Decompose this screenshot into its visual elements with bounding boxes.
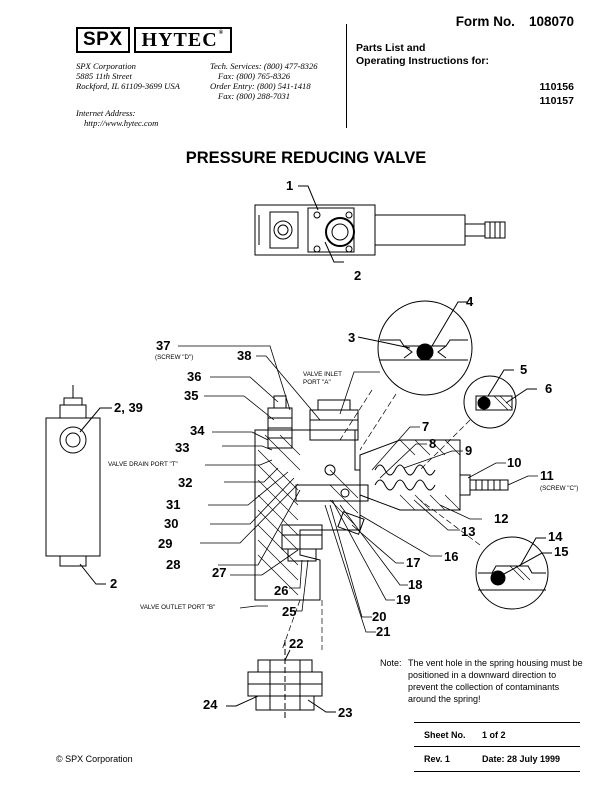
callout-14: 14 xyxy=(548,529,563,544)
callout-36: 36 xyxy=(187,369,202,384)
company-address: SPX Corporation 5885 11th Street Rockfor… xyxy=(76,61,180,91)
valve-side-view xyxy=(45,385,101,567)
detail-circle-3-4 xyxy=(377,300,473,396)
detail-circle-14-15 xyxy=(475,536,549,610)
sheet-value: 1 of 2 xyxy=(482,729,506,740)
callout-2: 2 xyxy=(110,576,118,591)
callout-37: 37 xyxy=(156,338,171,353)
callout-20: 20 xyxy=(372,609,387,624)
revision-row: Rev. 1 Date: 28 July 1999 xyxy=(414,747,580,772)
form-number: Form No.108070 xyxy=(455,14,574,29)
sheet-row: Sheet No. 1 of 2 xyxy=(414,722,580,747)
callout-21: 21 xyxy=(376,624,391,639)
revision-label: Rev. 1 xyxy=(424,754,450,764)
website-link[interactable]: http://www.hytec.com xyxy=(84,118,159,128)
registered-mark: ® xyxy=(218,30,225,36)
callout-3: 3 xyxy=(348,330,356,345)
callout-13: 13 xyxy=(461,524,476,539)
callout-8: 8 xyxy=(429,436,437,451)
callout-5: 5 xyxy=(520,362,528,377)
parts-list-title: Parts List and Operating Instructions fo… xyxy=(356,42,490,67)
model-number: 110156 xyxy=(539,81,574,93)
sheet-label: Sheet No. xyxy=(424,729,466,740)
copyright: © SPX Corporation xyxy=(56,754,133,764)
fitting-detail xyxy=(247,640,323,720)
callout-16: 16 xyxy=(444,549,459,564)
callout-2-39: 2, 39 xyxy=(114,400,143,415)
callout-29: 29 xyxy=(158,536,173,551)
spx-logo: SPX xyxy=(76,27,130,53)
callout-35: 35 xyxy=(184,388,199,403)
internet-address: Internet Address: http://www.hytec.com xyxy=(76,108,159,128)
callout-11: 11 xyxy=(540,468,554,483)
callout-19: 19 xyxy=(396,592,411,607)
valve-outlet-port-label: VALVE OUTLET PORT "B" xyxy=(140,604,216,611)
sheet-info-table: Sheet No. 1 of 2 Rev. 1 Date: 28 July 19… xyxy=(414,722,580,772)
callout-26: 26 xyxy=(274,583,289,598)
callout-31: 31 xyxy=(166,497,181,512)
callout-30: 30 xyxy=(164,516,179,531)
model-number: 110157 xyxy=(539,95,574,107)
callout-9: 9 xyxy=(465,443,473,458)
valve-top-view xyxy=(254,204,506,256)
callout-22: 22 xyxy=(289,636,304,651)
callout-34: 34 xyxy=(190,423,205,438)
revision-date: Date: 28 July 1999 xyxy=(482,754,561,764)
screw-d-label: (SCREW "D") xyxy=(155,354,194,361)
screw-c-label: (SCREW "C") xyxy=(540,485,579,492)
spx-hytec-logo: SPX HYTEC® xyxy=(76,27,233,53)
callout-12: 12 xyxy=(494,511,509,526)
valve-cross-section xyxy=(254,395,509,601)
callout-7: 7 xyxy=(422,419,430,434)
detail-circle-5-6 xyxy=(463,375,517,429)
callout-38: 38 xyxy=(237,348,252,363)
header-divider xyxy=(346,24,347,128)
page-title: PRESSURE REDUCING VALVE xyxy=(185,149,427,167)
callout-24: 24 xyxy=(203,697,218,712)
callout-27: 27 xyxy=(212,565,227,580)
callout-15: 15 xyxy=(554,544,569,559)
callout-10: 10 xyxy=(507,455,522,470)
valve-inlet-label: VALVE INLET PORT "A" xyxy=(303,371,342,386)
callout-23: 23 xyxy=(338,705,353,720)
callout-2: 2 xyxy=(354,268,362,283)
callout-1: 1 xyxy=(286,178,294,193)
callout-25: 25 xyxy=(282,604,297,619)
callout-6: 6 xyxy=(545,381,553,396)
contact-numbers: Tech. Services: (800) 477-8326 Fax: (800… xyxy=(210,61,318,101)
callout-4: 4 xyxy=(466,294,474,309)
callout-17: 17 xyxy=(406,555,421,570)
callout-32: 32 xyxy=(178,475,193,490)
hytec-logo: HYTEC® xyxy=(133,27,233,53)
note-text: The vent hole in the spring housing must… xyxy=(408,658,583,704)
callout-33: 33 xyxy=(175,440,190,455)
callout-18: 18 xyxy=(408,577,423,592)
note: Note: The vent hole in the spring housin… xyxy=(380,657,584,705)
valve-drain-port-label: VALVE DRAIN PORT "T" xyxy=(108,461,178,468)
callout-28: 28 xyxy=(166,557,181,572)
note-label: Note: xyxy=(380,658,402,668)
